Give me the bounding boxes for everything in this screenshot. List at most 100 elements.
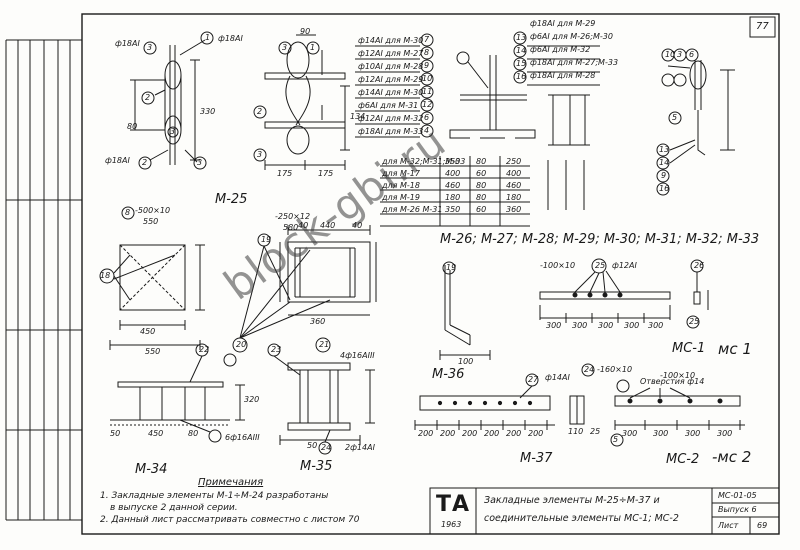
- marker: 16: [516, 72, 527, 81]
- m25-w2: 175: [318, 169, 334, 178]
- m25-rebar-bottom: ф18АI: [105, 156, 130, 165]
- m37-span: 200: [440, 429, 456, 438]
- label-mc1: МС-1: [672, 341, 706, 356]
- marker: 2: [142, 158, 148, 167]
- table-cell: 60: [476, 169, 487, 178]
- marker: 1: [205, 33, 211, 42]
- dim-360: 360: [310, 317, 326, 326]
- rebar-item: ф18АI для М-33: [358, 127, 424, 136]
- table-cell: 460: [506, 181, 522, 190]
- rebar-item-right: ф18АI для М-28: [530, 71, 596, 80]
- label-m25: М-25: [215, 192, 248, 207]
- rebar-item-right: ф6АI для М-32: [530, 45, 591, 54]
- marker: 3: [147, 43, 153, 52]
- table-row-name: для М-32;М-31;М-33: [382, 157, 466, 166]
- label-m36: М-36: [432, 367, 465, 382]
- table-cell: 400: [506, 169, 522, 178]
- rebar-b: 6ф16АIII: [225, 433, 260, 442]
- mc2-span: 300: [717, 429, 733, 438]
- plate-b: -250×12: [275, 212, 311, 221]
- label-m35: М-35: [300, 459, 333, 474]
- m25-134: 134: [350, 112, 366, 121]
- marker: 8: [125, 208, 131, 217]
- rebar-item: ф14АI для М-30: [358, 88, 424, 97]
- marker: 7: [424, 35, 430, 44]
- marker: 18: [100, 271, 111, 280]
- rebar-item: ф12АI для М-27: [358, 49, 424, 58]
- title-line2: соединительные элементы МС-1; МС-2: [484, 513, 679, 524]
- table-cell: 60: [476, 205, 487, 214]
- title-line1: Закладные элементы М-25÷М-37 и: [484, 495, 660, 506]
- m37-span: 200: [484, 429, 500, 438]
- label-mc2-hand: -мс 2: [712, 448, 752, 466]
- m25-w1: 175: [277, 169, 293, 178]
- mc2-span: 300: [622, 429, 638, 438]
- marker: 8: [424, 48, 430, 57]
- label-mc1-hand: мс 1: [718, 340, 752, 358]
- m25-top-90: 90: [300, 27, 311, 36]
- label-holes: Отверстия ф14: [640, 377, 705, 386]
- m25-rebar-right: ф18АI: [218, 34, 243, 43]
- table-cell: 180: [445, 193, 461, 202]
- table-row-name: для М-19: [382, 193, 420, 202]
- marker: 14: [659, 158, 670, 167]
- table-cell: 80: [476, 193, 487, 202]
- marker: 5: [672, 113, 678, 122]
- marker: 25: [595, 261, 606, 270]
- rebar-item: ф10АI для М-28: [358, 62, 424, 71]
- rebar-a: 4ф16АIII: [340, 351, 375, 360]
- ta-logo: ТА: [436, 492, 471, 517]
- table-cell: 80: [476, 157, 487, 166]
- dim-80: 80: [188, 429, 199, 438]
- m37-110: 110: [568, 427, 584, 436]
- table-cell: 350: [445, 205, 461, 214]
- mc2-span: 300: [685, 429, 701, 438]
- label-m26-33: М-26; М-27; М-28; М-29; М-30; М-31; М-32…: [440, 232, 760, 247]
- marker: 26: [694, 261, 705, 270]
- m37-span: 200: [506, 429, 522, 438]
- m37-plate: -160×10: [597, 365, 633, 374]
- m37-25: 25: [590, 427, 601, 436]
- rebar-item: ф14АI для М-30: [358, 36, 424, 45]
- marker: 23: [271, 345, 282, 354]
- marker: 3: [677, 50, 683, 59]
- marker: 2: [257, 107, 263, 116]
- marker: 20: [236, 340, 247, 349]
- dim-440: 440: [320, 221, 336, 230]
- table-row-name: для М-17: [382, 169, 420, 178]
- m25-height: 330: [200, 107, 216, 116]
- marker: 13: [659, 145, 670, 154]
- dim-320: 320: [244, 395, 260, 404]
- marker: 19: [261, 235, 272, 244]
- marker: 2: [145, 93, 151, 102]
- marker: 6: [689, 50, 695, 59]
- dim-50a: 50: [110, 429, 121, 438]
- marker: 3: [282, 43, 288, 52]
- note-line: 2. Данный лист рассматривать совместно с…: [100, 515, 360, 525]
- plate-a: -500×10: [135, 206, 171, 215]
- m37-span: 200: [462, 429, 478, 438]
- label-mc2: МС-2: [666, 452, 700, 467]
- m25-80: 80: [127, 122, 138, 131]
- rebar-item-right: ф18АI для М-27;М-33: [530, 58, 619, 67]
- marker: 16: [659, 184, 670, 193]
- mc2-plate: -100×10: [660, 371, 696, 380]
- notes-heading: Примечания: [198, 477, 264, 488]
- issue-label: Выпуск 6: [718, 505, 757, 514]
- table-cell: 460: [445, 181, 461, 190]
- page-number: 77: [756, 21, 769, 32]
- table-cell: 400: [445, 169, 461, 178]
- table-row-name: для М-26 М-31: [382, 205, 443, 214]
- dim-550: 550: [145, 347, 161, 356]
- marker: 24: [321, 443, 332, 452]
- m37-rebar: ф14АI: [545, 373, 570, 382]
- label-m37: М-37: [520, 451, 553, 466]
- mc1-plate: -100×10: [540, 261, 576, 270]
- marker: 27: [528, 375, 539, 384]
- rebar-item: ф12АI для М-29: [358, 75, 424, 84]
- dim-40a: 40: [298, 221, 309, 230]
- marker: 1: [310, 43, 316, 52]
- note-line: в выпуске 2 данной серии.: [110, 503, 238, 513]
- table-cell: 350: [445, 157, 461, 166]
